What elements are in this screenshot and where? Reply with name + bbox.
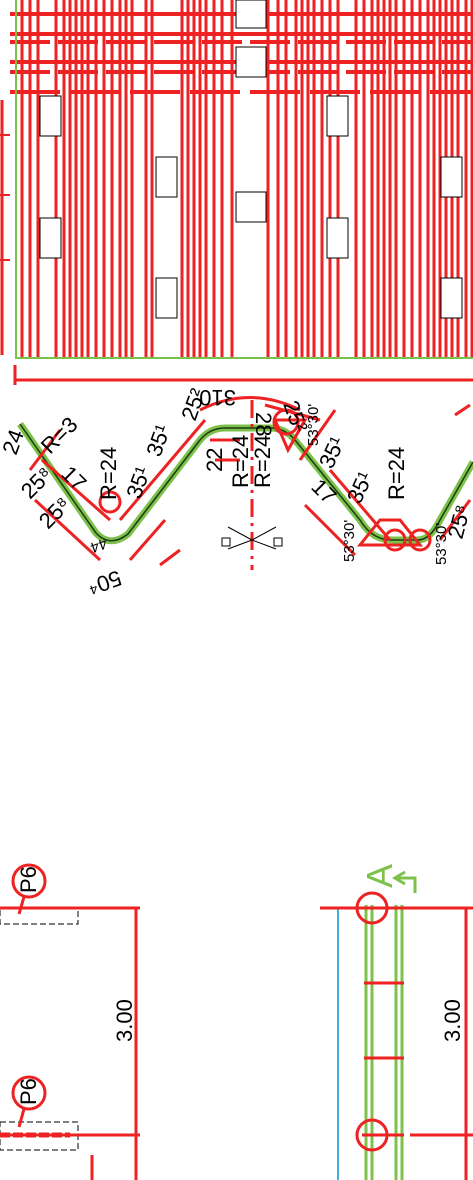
dim-50-4: 50⁴: [84, 565, 124, 600]
angle-bottom-left: 53°30': [341, 520, 358, 562]
elevation-right: A 3.00: [320, 864, 473, 1180]
sheet-plan-view: [0, 0, 473, 385]
radius-label: R=24: [96, 447, 121, 500]
tag-p6-bottom: P6: [16, 1078, 41, 1105]
dim-35-1: 35¹: [121, 463, 155, 501]
dim-35-1: 35¹: [141, 421, 175, 459]
profile-section: 310 25² 35¹ 28 22 R=24 R=24 R=24 R=24 R=…: [0, 385, 473, 600]
radius-label: R=24: [250, 435, 275, 488]
angle-top: 53°30': [305, 404, 322, 446]
tag-p6-top: P6: [16, 866, 41, 893]
dim-top-width: 310: [199, 385, 236, 410]
dim-44: 44: [88, 534, 109, 556]
radius-label: R=24: [228, 435, 253, 488]
height-dimension-right: 3.00: [440, 999, 465, 1042]
height-dimension-left: 3.00: [112, 999, 137, 1042]
elevation-left: P6 P6 3.00: [0, 863, 140, 1180]
angle-bottom-right: 53°30': [433, 523, 450, 565]
symmetry-symbol: [221, 526, 283, 550]
dim-17: 17: [56, 461, 91, 496]
sheet-outline: [15, 0, 473, 359]
fastener-plates: [39, 0, 463, 319]
dim-22: 22: [202, 448, 227, 472]
radius-label: R=24: [384, 447, 409, 500]
section-mark-a: A: [359, 864, 400, 888]
dim-28: 28: [251, 412, 276, 436]
